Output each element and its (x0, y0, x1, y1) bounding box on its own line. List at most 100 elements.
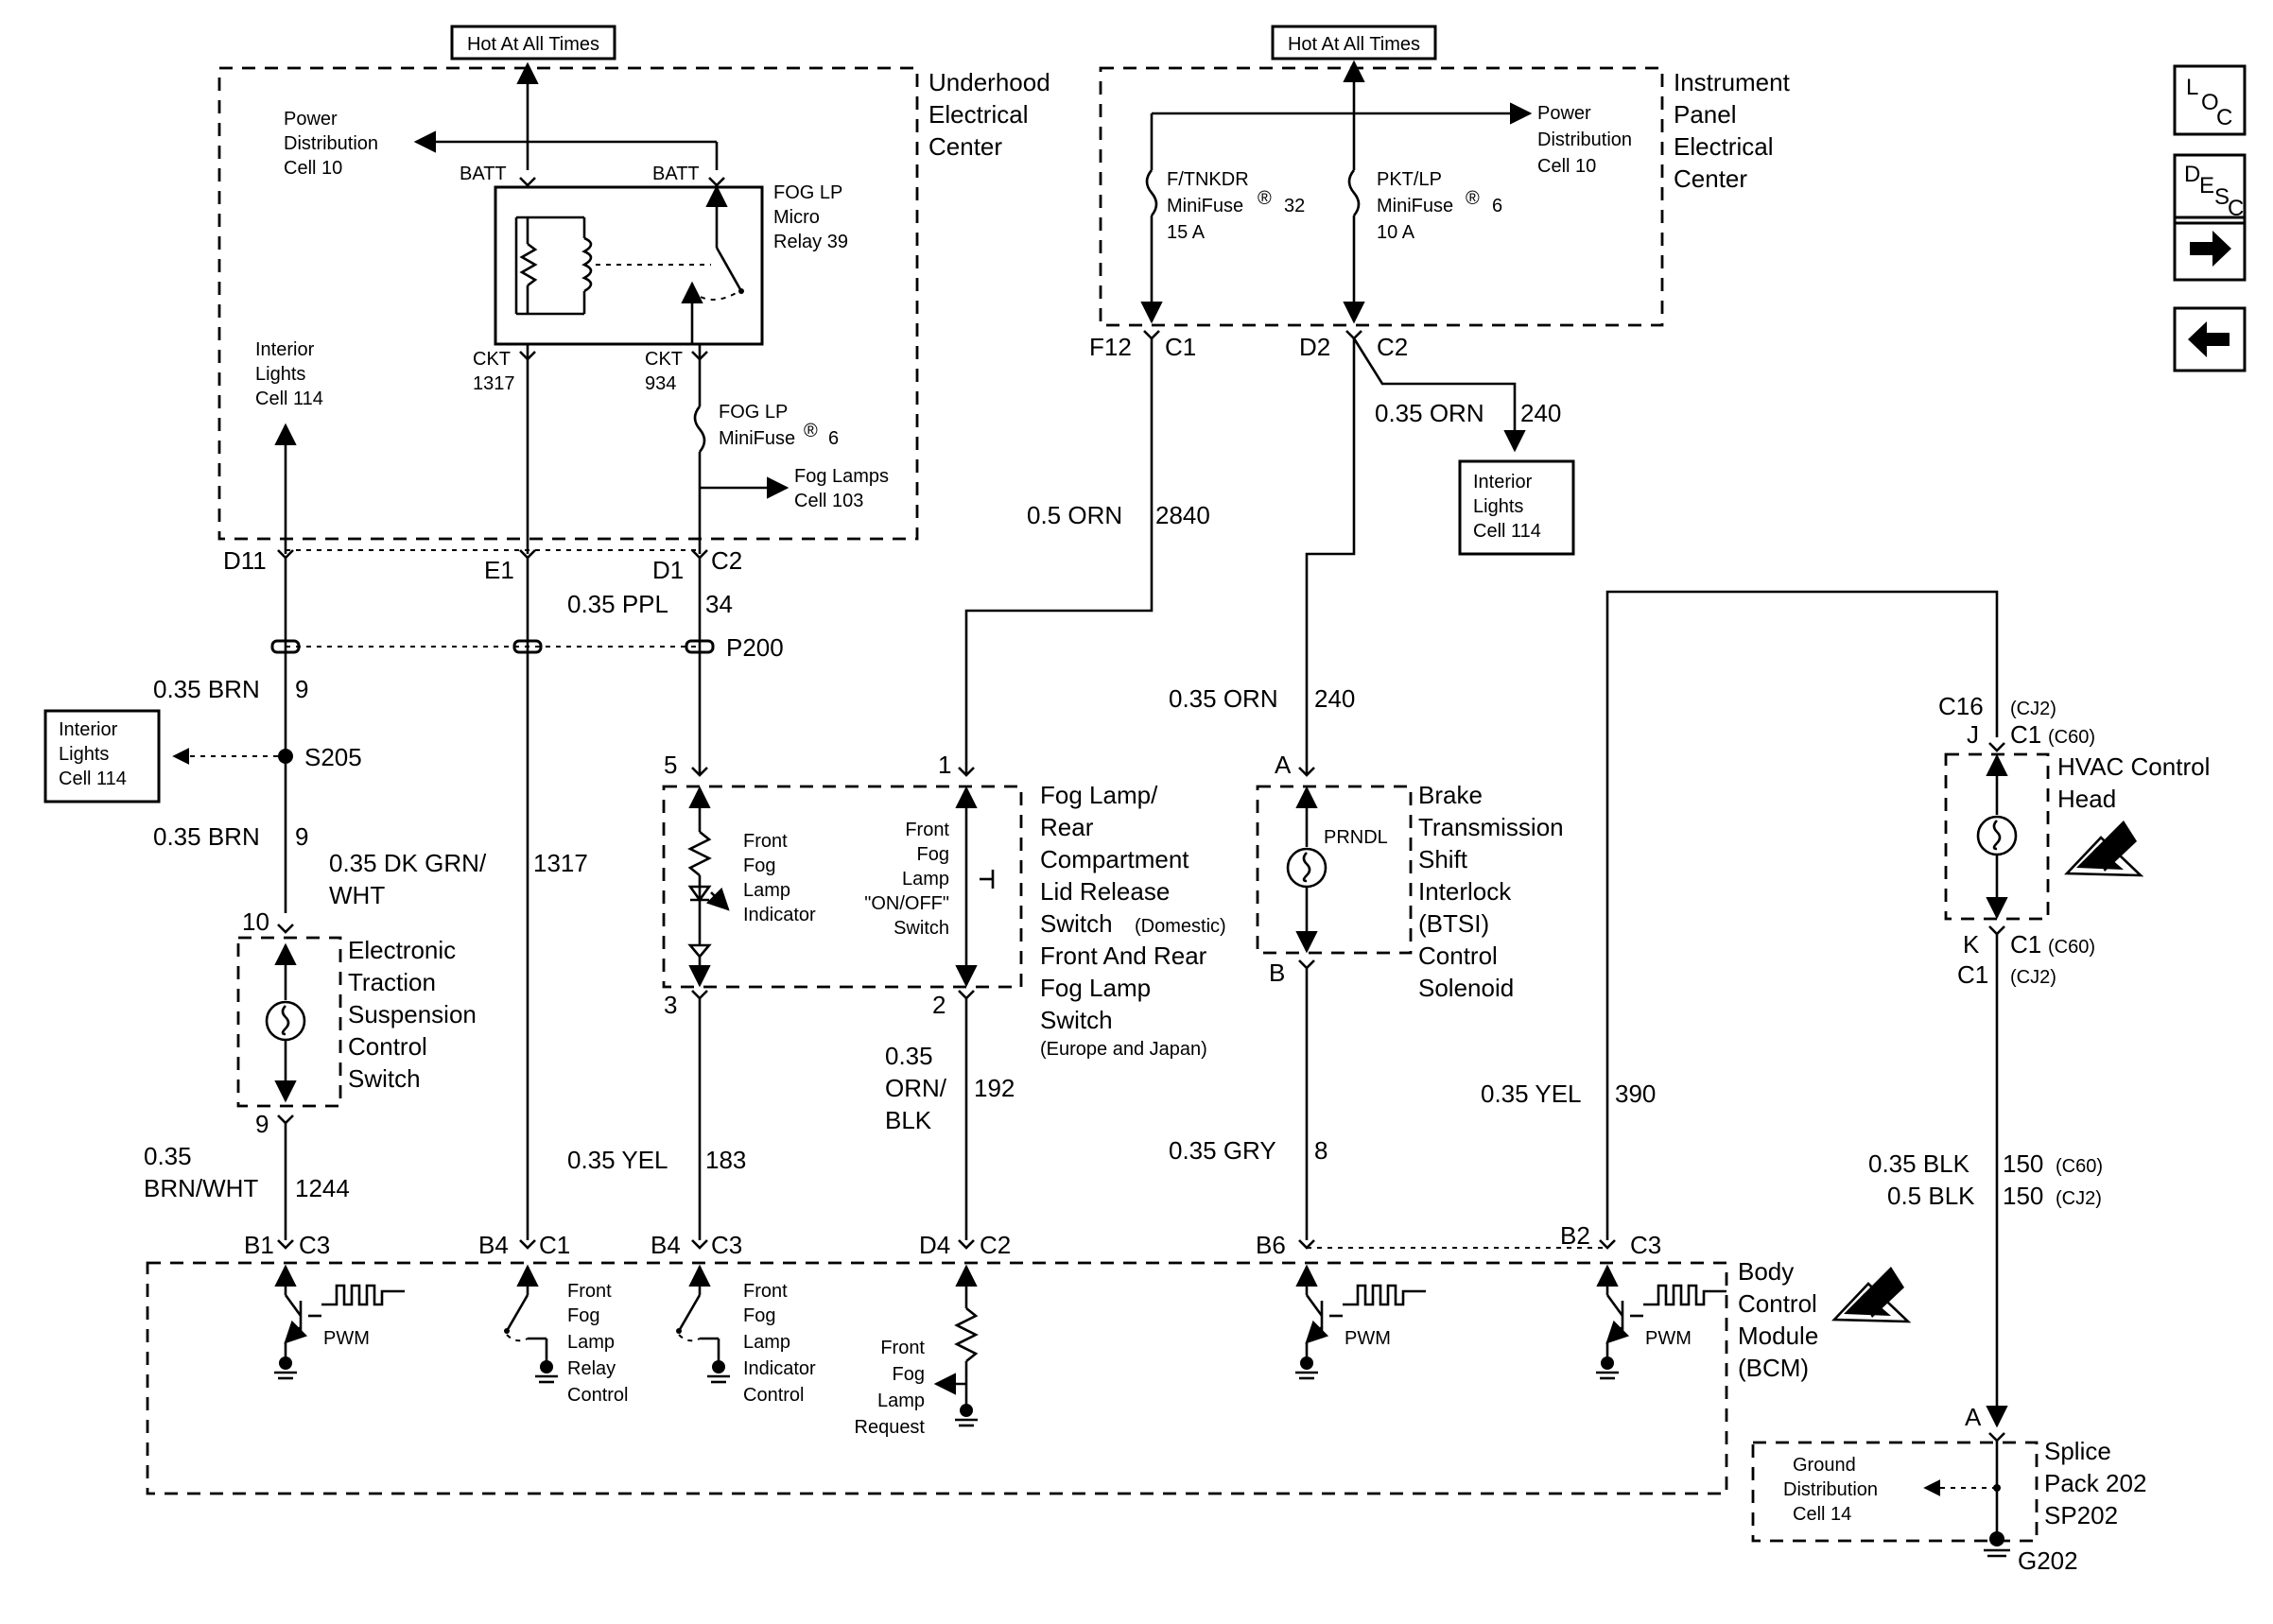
pin-2: 2 (932, 991, 946, 1019)
svg-text:Shift: Shift (1418, 845, 1468, 873)
svg-text:Front: Front (743, 831, 788, 852)
svg-text:Indicator: Indicator (743, 1358, 816, 1379)
svg-text:0.35 YEL: 0.35 YEL (567, 1146, 668, 1174)
svg-text:34: 34 (705, 590, 733, 618)
svg-text:Switch: Switch (894, 918, 949, 939)
conn-c2-ip: C2 (1377, 333, 1408, 361)
conn-p200: P200 (726, 633, 784, 662)
svg-text:®: ® (804, 421, 818, 441)
interior-lights-ref-inside: Interior Lights Cell 114 (255, 339, 323, 409)
conn-d11: D11 (223, 546, 267, 575)
conn-d4: D4 (919, 1231, 950, 1259)
svg-text:®: ® (1466, 188, 1480, 209)
svg-text:Distribution: Distribution (1537, 130, 1632, 150)
svg-text:1244: 1244 (295, 1174, 350, 1202)
conn-b4-c1: B4 (478, 1231, 509, 1259)
fog-lp-minifuse-label: FOG LP MiniFuse ® 6 (719, 402, 839, 449)
svg-text:Cell 14: Cell 14 (1793, 1504, 1851, 1525)
svg-text:390: 390 (1615, 1080, 1656, 1108)
location-button[interactable]: L O C (2173, 64, 2247, 136)
conn-b4-c3: B4 (651, 1231, 681, 1259)
svg-text:Suspension: Suspension (348, 1000, 477, 1028)
pwm-label-b6: PWM (1345, 1328, 1391, 1349)
wire-label-240-bottom: 0.35 ORN 240 (1169, 684, 1355, 713)
svg-text:(Europe and Japan): (Europe and Japan) (1040, 1039, 1207, 1060)
svg-text:BLK: BLK (885, 1106, 932, 1134)
svg-text:Cell 114: Cell 114 (59, 769, 127, 789)
prndl-label: PRNDL (1324, 827, 1388, 848)
svg-text:Module: Module (1738, 1322, 1818, 1350)
splice-pack-label: Splice Pack 202 SP202 (2044, 1437, 2146, 1529)
svg-text:Lamp: Lamp (743, 1332, 790, 1353)
svg-text:Control: Control (1738, 1289, 1817, 1318)
power-distribution-ref-right: Power Distribution Cell 10 (1537, 103, 1632, 177)
svg-text:Hot At All Times: Hot At All Times (1288, 34, 1420, 55)
svg-text:Control: Control (1418, 942, 1498, 970)
pin-1: 1 (938, 751, 951, 779)
previous-page-button[interactable] (2173, 306, 2247, 372)
conn-c60-bottom: (C60) (2048, 937, 2095, 958)
ckt-1317-label: CKT 1317 (473, 349, 515, 394)
svg-text:FOG LP: FOG LP (773, 182, 842, 203)
pwm-driver-b2 (1596, 1264, 1726, 1380)
conn-c60-top: (C60) (2048, 727, 2095, 748)
bcm-box (146, 1261, 1728, 1495)
svg-text:Fog Lamps: Fog Lamps (794, 466, 889, 487)
conn-c1-hvac-bottom: C1 (2010, 930, 2041, 959)
conn-cj2-bottom: (CJ2) (2010, 967, 2056, 988)
pin-3: 3 (664, 991, 677, 1019)
conn-c1-top: C1 (1165, 333, 1196, 361)
svg-text:Ground: Ground (1793, 1455, 1856, 1476)
wire-label-2840: 0.5 ORN 2840 (1027, 501, 1210, 529)
pwm-driver-b1 (274, 1264, 405, 1380)
svg-text:Transmission: Transmission (1418, 813, 1564, 841)
indicator-resistor (687, 830, 712, 877)
svg-text:0.35: 0.35 (885, 1042, 933, 1070)
conn-c1-bcm: C1 (539, 1231, 570, 1259)
conn-b2: B2 (1560, 1221, 1590, 1250)
pin-b: B (1269, 959, 1285, 987)
svg-text:HVAC Control: HVAC Control (2057, 752, 2210, 781)
svg-text:Lid Release: Lid Release (1040, 877, 1170, 906)
svg-text:0.35 BRN: 0.35 BRN (153, 822, 260, 851)
description-button[interactable]: D E S C (2173, 153, 2247, 225)
svg-text:Brake: Brake (1418, 781, 1483, 809)
svg-text:D: D (2184, 162, 2200, 187)
pin-a: A (1275, 751, 1292, 779)
svg-text:Cell 10: Cell 10 (1537, 156, 1596, 177)
svg-text:®: ® (1258, 188, 1272, 209)
pkt-lp-minifuse-label: PKT/LP MiniFuse ® 6 10 A (1377, 169, 1502, 243)
svg-text:32: 32 (1284, 196, 1305, 216)
svg-text:Lights: Lights (59, 744, 109, 765)
svg-text:Relay: Relay (567, 1358, 616, 1379)
svg-text:9: 9 (295, 822, 308, 851)
pwm-label-b1: PWM (323, 1328, 370, 1349)
svg-text:Interior: Interior (59, 719, 118, 740)
next-page-button[interactable] (2173, 216, 2247, 282)
svg-text:0.35 YEL: 0.35 YEL (1481, 1080, 1582, 1108)
svg-text:Control: Control (567, 1385, 628, 1406)
svg-text:WHT: WHT (329, 881, 385, 909)
splice-pack-box (1751, 1441, 2039, 1543)
conn-g202: G202 (2018, 1546, 2078, 1575)
svg-text:Front: Front (567, 1281, 612, 1302)
batt-label-left: BATT (460, 164, 507, 184)
conn-d2: D2 (1299, 333, 1330, 361)
svg-text:Control: Control (348, 1032, 427, 1061)
svg-text:CKT: CKT (473, 349, 511, 370)
svg-text:0.35 BLK: 0.35 BLK (1868, 1149, 1970, 1178)
svg-text:Hot At All Times: Hot At All Times (467, 34, 599, 55)
svg-text:Cell 10: Cell 10 (284, 158, 342, 179)
svg-text:15 A: 15 A (1167, 222, 1206, 243)
svg-text:Interior: Interior (1473, 472, 1533, 492)
fog-switch-label: Fog Lamp/ Rear Compartment Lid Release S… (1040, 781, 1226, 1060)
instrument-panel-title: Instrument Panel Electrical Center (1674, 68, 1791, 193)
svg-text:150: 150 (2003, 1182, 2043, 1210)
ground-distribution-ref: Ground Distribution Cell 14 (1783, 1455, 1878, 1525)
pwm-driver-b6 (1295, 1264, 1426, 1380)
wire-label-192: 0.35 ORN/ 192 BLK (885, 1042, 1015, 1134)
wire-label-9-bottom: 0.35 BRN 9 (153, 822, 308, 851)
conn-cj2-top: (CJ2) (2010, 699, 2056, 719)
indicator-control-input (676, 1264, 730, 1384)
svg-text:O: O (2201, 90, 2219, 115)
